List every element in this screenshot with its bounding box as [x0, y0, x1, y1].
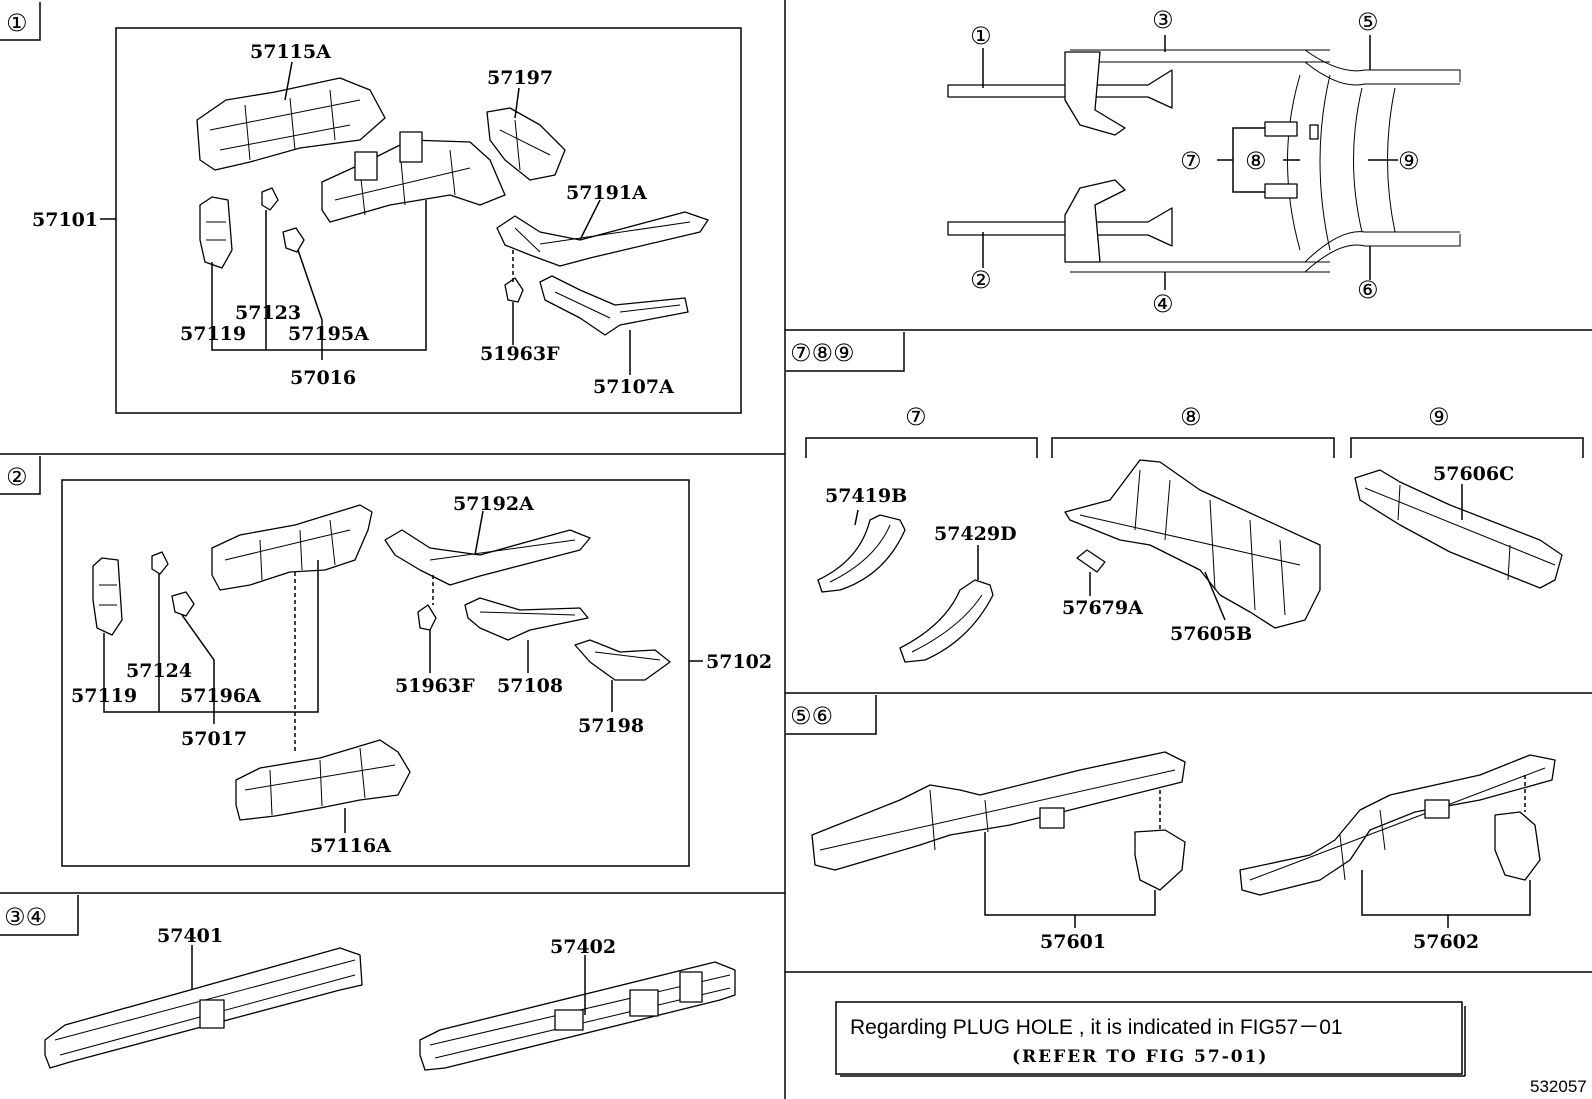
label-57198: 57198: [578, 715, 644, 737]
section-tag-789: ⑦⑧⑨: [786, 332, 905, 372]
part-57192a: [384, 529, 591, 586]
callout-5: ⑤: [1357, 8, 1379, 36]
label-57123: 57123: [235, 302, 301, 324]
label-57195a: 57195A: [288, 323, 369, 345]
label-51963f: 51963F: [480, 343, 560, 365]
label-57401: 57401: [157, 925, 223, 947]
svg-text:⑦⑧⑨: ⑦⑧⑨: [790, 339, 855, 367]
part-57115a: [196, 77, 386, 171]
label-57016: 57016: [290, 367, 356, 389]
part-57119b: [92, 557, 123, 636]
part-57197: [486, 107, 566, 181]
svg-text:⑤⑥: ⑤⑥: [790, 702, 833, 730]
part-57107a: [539, 275, 689, 336]
callout-1: ①: [970, 22, 992, 50]
part-57606c: [1354, 469, 1563, 589]
label-57107a: 57107A: [593, 376, 674, 398]
label-57116a: 57116A: [310, 835, 391, 857]
section-1-frame: [115, 27, 742, 414]
label-57119: 57119: [180, 323, 246, 345]
label-57402: 57402: [550, 936, 616, 958]
callout-7: ⑦: [1180, 147, 1202, 175]
part-57191a: [496, 211, 709, 267]
part-57116a: [235, 739, 411, 821]
part-57017: [211, 504, 373, 591]
part-57123: [261, 187, 279, 211]
label-57101: 57101: [32, 209, 98, 231]
note-line-2: (REFER TO FIG 57-01): [1012, 1047, 1268, 1067]
callout-3: ③: [1152, 6, 1174, 34]
part-57429d: [899, 579, 994, 663]
label-57124: 57124: [126, 660, 192, 682]
label-57605b: 57605B: [1170, 623, 1252, 645]
note-line-1: Regarding PLUG HOLE , it is indicated in…: [850, 1016, 1343, 1039]
svg-text:③④: ③④: [4, 903, 47, 931]
part-57601: [811, 751, 1186, 871]
group-tag-8: ⑧: [1180, 403, 1202, 431]
label-57102: 57102: [706, 651, 772, 673]
label-57606c: 57606C: [1433, 463, 1514, 485]
section-34: 57401 57402: [44, 925, 736, 1071]
label-57115a: 57115A: [250, 41, 331, 63]
label-57119b: 57119: [71, 685, 137, 707]
label-57601: 57601: [1040, 931, 1106, 953]
section-tag-2: ②: [0, 456, 41, 495]
part-57196a: [171, 591, 195, 617]
plug-hole-note: Regarding PLUG HOLE , it is indicated in…: [835, 1001, 1466, 1077]
section-789: ⑦ ⑧ ⑨ 57419B 57429D 57679A 57605B 57606C: [805, 403, 1584, 663]
figure-reference: 532057: [1530, 1077, 1587, 1096]
part-57108: [464, 597, 589, 641]
part-57198: [574, 639, 671, 681]
label-57679a: 57679A: [1062, 597, 1143, 619]
label-57429d: 57429D: [934, 523, 1017, 545]
part-57124: [151, 551, 169, 575]
callout-8: ⑧: [1245, 147, 1267, 175]
label-57017: 57017: [181, 728, 247, 750]
label-57197: 57197: [487, 67, 553, 89]
label-57192a: 57192A: [453, 493, 534, 515]
part-51963f: [504, 277, 524, 303]
callout-6: ⑥: [1357, 276, 1379, 304]
chassis-overview: ① ② ③ ④ ⑤ ⑥ ⑦ ⑧ ⑨: [947, 6, 1461, 318]
part-57195a: [282, 227, 305, 253]
label-51963f-b: 51963F: [395, 675, 475, 697]
part-57679a: [1076, 549, 1106, 573]
part-57119: [199, 196, 233, 269]
label-57108: 57108: [497, 675, 563, 697]
section-56: 57601 57602: [811, 751, 1556, 953]
part-57605b: [1064, 459, 1321, 629]
section-2-frame: [61, 479, 690, 867]
callout-9: ⑨: [1398, 147, 1420, 175]
section-tag-56: ⑤⑥: [786, 695, 877, 735]
section-tag-34: ③④: [0, 895, 79, 936]
part-51963f-b: [417, 604, 437, 631]
label-57602: 57602: [1413, 931, 1479, 953]
label-57196a: 57196A: [180, 685, 261, 707]
callout-2: ②: [970, 266, 992, 294]
label-57191a: 57191A: [566, 182, 647, 204]
label-57419b: 57419B: [825, 485, 907, 507]
section-tag-1: ①: [0, 2, 41, 41]
section-1: 57115A 57197 57191A 57123 57119 57195A 5…: [32, 27, 742, 414]
svg-text:①: ①: [6, 9, 28, 37]
part-57602: [1239, 754, 1556, 896]
svg-text:②: ②: [6, 463, 28, 491]
callout-4: ④: [1152, 290, 1174, 318]
group-tag-9: ⑨: [1428, 403, 1450, 431]
section-2: 57192A 57124 57119 57196A 57017 51963F 5…: [61, 479, 772, 867]
group-tag-7: ⑦: [905, 403, 927, 431]
part-57419b: [817, 514, 906, 593]
